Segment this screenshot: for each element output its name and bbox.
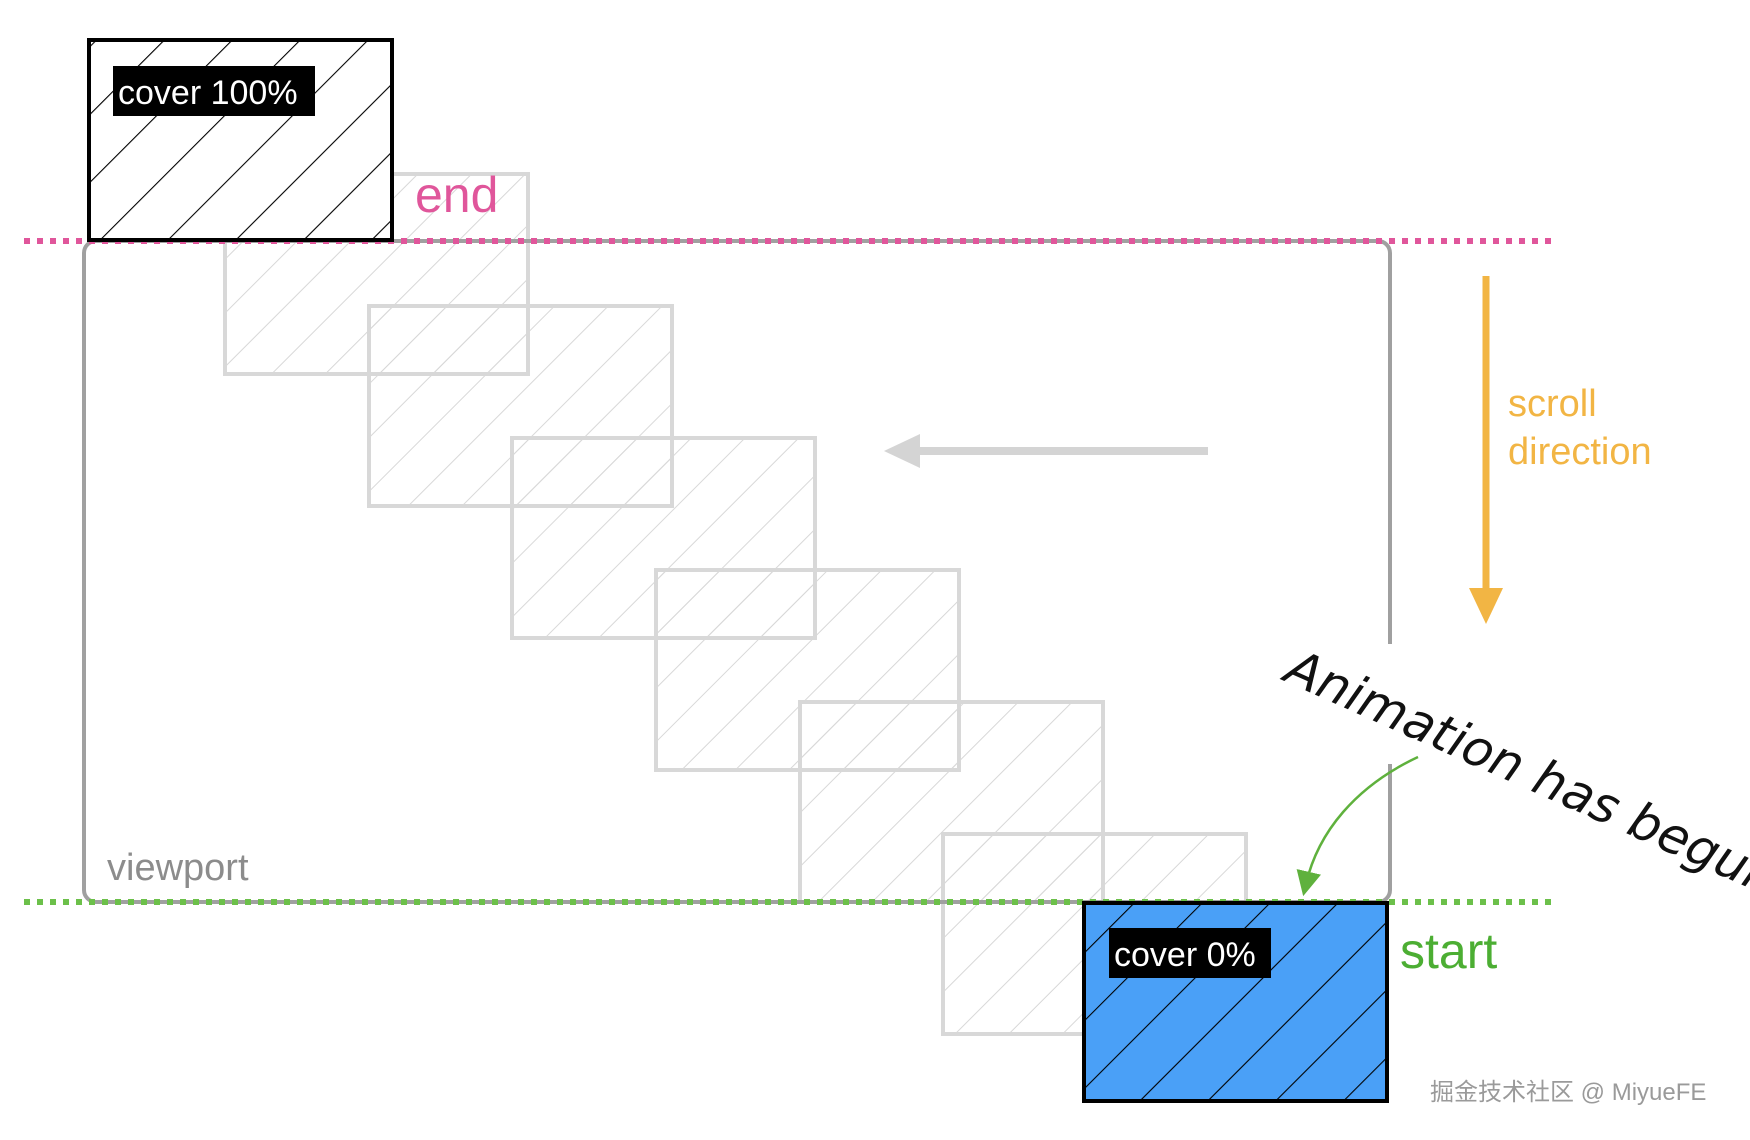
cover-start-label: cover 0% (1114, 936, 1256, 974)
scroll-label-line2: direction (1508, 431, 1652, 473)
viewport-label: viewport (107, 847, 249, 889)
annotation-text: Animation has begun! (1274, 637, 1750, 916)
cover-end-badge (113, 66, 315, 116)
scroll-arrow (1469, 276, 1503, 624)
start-box: cover 0% (1082, 901, 1389, 1103)
watermark: 掘金技术社区 @ MiyueFE (1430, 1079, 1706, 1106)
cover-end-label: cover 100% (118, 74, 298, 112)
end-box: cover 100% (87, 38, 394, 242)
cover-start-badge (1109, 928, 1271, 978)
viewport-frame (82, 239, 1392, 904)
annotation-arrow (1296, 755, 1419, 897)
start-label: start (1400, 923, 1497, 979)
ghost-arrow (884, 434, 1208, 468)
viewport-border-gap (1380, 644, 1400, 764)
end-label: end (415, 167, 498, 223)
scroll-label-line1: scroll (1508, 383, 1597, 425)
